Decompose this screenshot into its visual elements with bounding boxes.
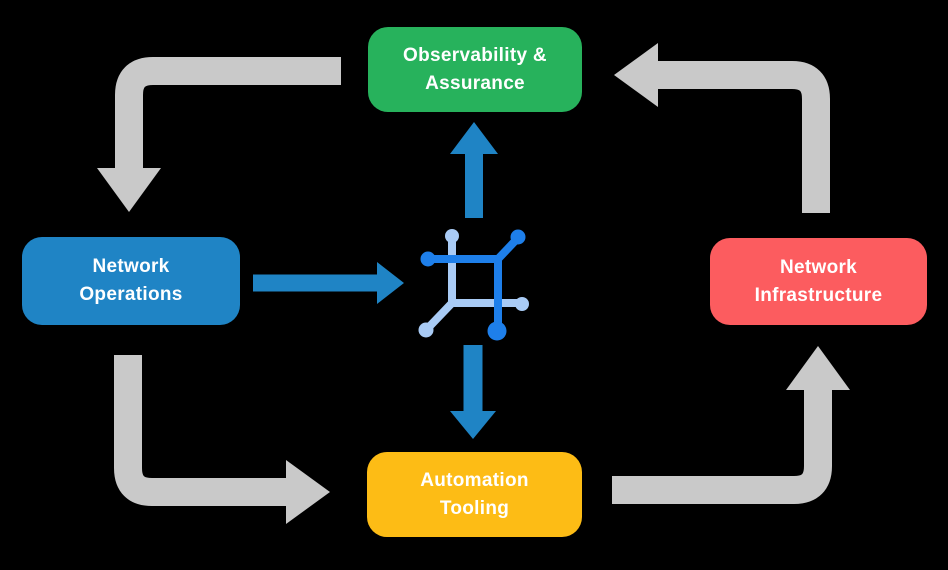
arrow-elbow-line	[612, 390, 832, 504]
network-icon-dark-nodes	[420, 229, 526, 341]
arrow-elbow-line	[658, 61, 830, 213]
network-fabric-icon	[418, 229, 529, 341]
node-label-line: Operations	[79, 284, 183, 305]
node-label-line: Assurance	[425, 72, 525, 94]
node-automation-tooling: Automation Tooling	[367, 452, 582, 537]
arrow-elbow-line	[114, 355, 286, 506]
arrow-head-down-icon	[450, 411, 496, 439]
blue-arrow-center-to-automation	[450, 345, 496, 439]
arrow-head-left-icon	[614, 43, 658, 107]
node-network-operations: Network Operations	[22, 237, 240, 325]
blue-arrow-center-to-observability	[450, 122, 498, 218]
node-label-line: Observability &	[403, 44, 547, 66]
arrow-head-down-icon	[97, 168, 161, 212]
arrow-elbow-line	[115, 57, 341, 169]
arrow-head-right-icon	[286, 460, 330, 524]
gray-arrow-automation-to-infrastructure	[612, 346, 850, 504]
gray-arrow-observability-to-operations	[97, 57, 341, 212]
arrow-head-right-icon	[377, 262, 404, 304]
gray-arrow-infrastructure-to-observability	[614, 43, 830, 213]
blue-arrow-operations-to-center	[253, 262, 404, 304]
network-icon-dark-links	[429, 237, 519, 329]
node-observability-assurance: Observability & Assurance	[368, 27, 582, 112]
node-label-line: Network	[779, 256, 858, 278]
network-icon-light-nodes	[418, 229, 529, 338]
gray-arrow-operations-to-automation	[114, 355, 330, 524]
arrow-head-up-icon	[450, 122, 498, 154]
node-label-line: Infrastructure	[754, 284, 883, 306]
node-network-infrastructure: Network Infrastructure	[710, 238, 927, 325]
node-label-line: Tooling	[439, 497, 510, 519]
arrow-head-up-icon	[786, 346, 850, 390]
node-label-line: Network	[92, 256, 170, 277]
node-label-line: Automation	[420, 469, 529, 491]
